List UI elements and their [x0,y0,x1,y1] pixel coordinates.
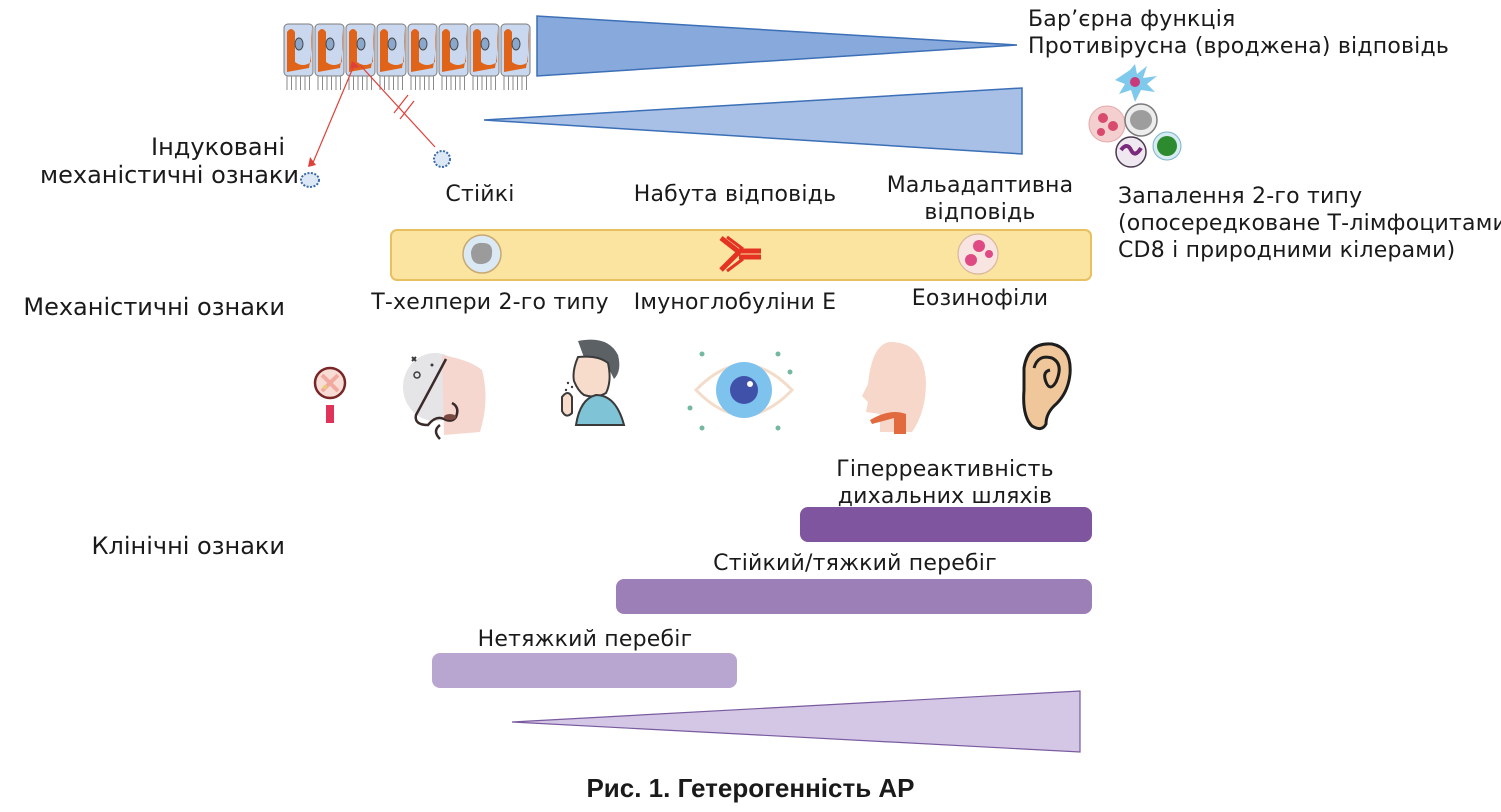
pathogen-arrow-line [311,62,356,166]
mild-course-bar [432,653,737,688]
epithelial-cell [500,23,531,90]
stage-resistant: Стійкі [445,182,515,207]
nose-icon [403,353,486,440]
pathogen-arrows [308,61,436,167]
airway-label-line2: дихальних шляхів [837,484,1053,509]
airway-label-line1: Гіперреактивність [836,457,1054,482]
barrier-function-wedge [536,15,1018,77]
ige-antibody-icon [719,235,761,273]
barrier-function-line1: Бар’єрна функція [1028,7,1236,32]
lymphocyte-cell-icon [1124,103,1158,137]
persistent-severe-bar [616,579,1092,614]
immune-cells-icon [1088,64,1182,168]
cell-label-ige: Імуноглобуліни Е [633,290,837,315]
epithelial-cell [438,23,469,90]
barrier-function-text: Бар’єрна функція Противірусна (вроджена)… [1028,6,1449,60]
type2-inflammation-text: Запалення 2-го типу (опосередковане Т-лі… [1118,183,1501,264]
eye-icon [687,351,795,431]
row-label-induced-line1: Індуковані [151,133,285,161]
stage-maladaptive-line1: Мальадаптивна [886,173,1074,198]
block-mark [393,94,409,114]
airway-hyperreactivity-label: Гіперреактивність дихальних шляхів [810,456,1080,510]
nk-cell-icon [1152,131,1182,161]
barrier-function-line2: Противірусна (вроджена) відповідь [1028,34,1450,59]
arrow-head-icon [350,61,360,69]
cell-label-th2: Т-хелпери 2-го типу [371,290,609,315]
type2-inflammation-wedge [483,87,1023,155]
throat-icon [862,342,926,434]
block-mark [399,100,415,120]
th2-cell-icon [462,234,502,274]
skin-magnifier-icon [313,366,347,423]
epithelial-cell [376,23,407,90]
inflammation-line2: (опосередковане Т-лімфоцитами [1118,211,1501,236]
epithelial-cell [407,23,438,90]
virus-icon [300,172,320,188]
epithelial-cell [314,23,345,90]
severity-wedge [511,690,1081,753]
airway-hyperreactivity-bar [800,507,1092,542]
neutrophil-cell-icon [1115,136,1147,168]
persistent-severe-label: Стійкий/тяжкий перебіг [713,551,997,576]
epithelial-cell [469,23,500,90]
row-label-induced: Індуковані механістичні ознаки [40,133,300,189]
dendritic-cell-icon [1115,64,1157,102]
eosinophil-cell-icon [1088,105,1126,143]
epithelial-cell [283,23,314,90]
blocked-arrow-line [359,64,436,148]
row-label-clinical: Клінічні ознаки [91,532,285,560]
stage-acquired: Набута відповідь [633,182,837,207]
stage-maladaptive-line2: відповідь [924,200,1036,225]
row-label-induced-line2: механістичні ознаки [40,161,300,189]
arrow-head-icon [308,157,316,167]
inflammation-line1: Запалення 2-го типу [1118,184,1363,209]
virus-icon [433,150,451,168]
row-label-mechanistic: Механістичні ознаки [23,293,285,321]
ear-icon [1022,342,1072,431]
stage-maladaptive: Мальадаптивна відповідь [880,172,1080,226]
sneezing-person-icon [561,339,626,426]
eosinophil-icon [957,233,999,275]
cell-label-eosinophils: Еозинофіли [911,286,1049,311]
epithelium-icon [283,23,531,90]
figure-caption: Рис. 1. Гетерогенність АР [586,773,915,803]
inflammation-line3: CD8 і природними кілерами) [1118,238,1456,263]
mild-course-label: Нетяжкий перебіг [477,627,693,652]
